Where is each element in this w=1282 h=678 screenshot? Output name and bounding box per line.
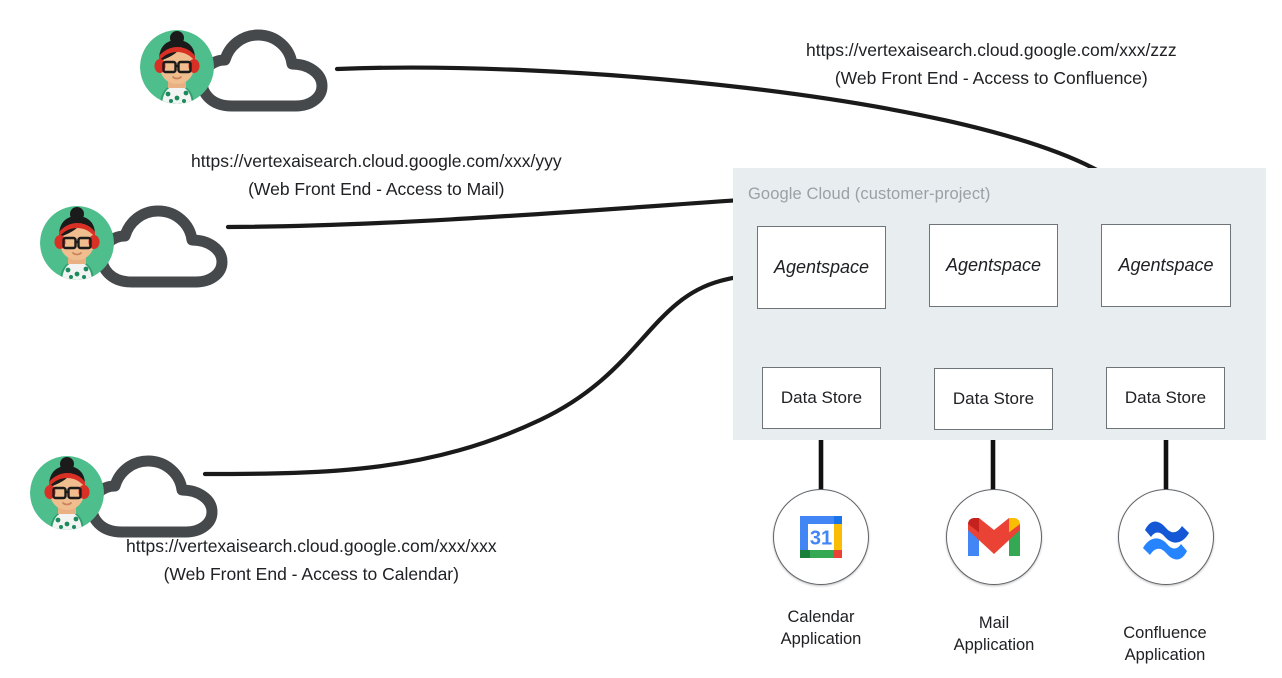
caption-line-2: Application [1124, 646, 1206, 665]
url-label-calendar: https://vertexaisearch.cloud.google.com/… [126, 532, 497, 589]
google-calendar-icon: 31 [800, 516, 842, 558]
datastore-box-mail[interactable]: Data Store [934, 368, 1053, 430]
agentspace-label: Agentspace [1118, 255, 1214, 276]
confluence-application-node[interactable] [1118, 489, 1214, 585]
calendar-application-caption: Calendar Application [726, 606, 916, 651]
confluence-application-caption: Confluence Application [1070, 622, 1260, 667]
caption-line-2: Application [780, 630, 862, 649]
avatar [40, 206, 114, 280]
cloud-icon [196, 29, 328, 112]
url-label-mail: https://vertexaisearch.cloud.google.com/… [191, 147, 562, 204]
caption-line-1: Confluence [1123, 624, 1207, 642]
avatar [30, 456, 104, 530]
agentspace-label: Agentspace [945, 255, 1042, 276]
user-node-confluence[interactable] [140, 22, 345, 118]
mail-application-node[interactable] [946, 489, 1042, 585]
datastore-box-confluence[interactable]: Data Store [1106, 367, 1225, 429]
url-caption: (Web Front End - Access to Mail) [248, 179, 505, 200]
caption-line-1: Mail [978, 614, 1010, 632]
user-node-calendar[interactable] [30, 448, 235, 544]
datastore-box-calendar[interactable]: Data Store [762, 367, 881, 429]
gmail-icon [968, 518, 1020, 556]
cloud-icon [86, 455, 218, 538]
edge-user-calendar-to-agentspace-1 [202, 271, 752, 477]
datastore-label: Data Store [780, 388, 863, 408]
avatar [140, 30, 214, 104]
mail-application-caption: Mail Application [899, 612, 1089, 657]
agentspace-box-confluence[interactable]: Agentspace [1101, 224, 1231, 307]
user-node-mail[interactable] [40, 198, 245, 294]
calendar-application-node[interactable]: 31 [773, 489, 869, 585]
url-caption: (Web Front End - Access to Calendar) [163, 564, 459, 585]
confluence-icon [1143, 521, 1189, 560]
url-text: https://vertexaisearch.cloud.google.com/… [126, 536, 497, 556]
datastore-label: Data Store [952, 389, 1035, 409]
url-caption: (Web Front End - Access to Confluence) [834, 68, 1148, 89]
calendar-day-number: 31 [810, 528, 832, 550]
url-label-confluence: https://vertexaisearch.cloud.google.com/… [806, 36, 1177, 93]
agentspace-label: Agentspace [773, 257, 870, 278]
url-text: https://vertexaisearch.cloud.google.com/… [191, 151, 562, 171]
google-cloud-project-label: Google Cloud (customer-project) [748, 185, 991, 203]
agentspace-box-calendar[interactable]: Agentspace [757, 226, 886, 309]
caption-line-2: Application [953, 636, 1035, 655]
datastore-label: Data Store [1124, 388, 1207, 408]
cloud-icon [96, 205, 228, 288]
caption-line-1: Calendar [787, 608, 855, 626]
url-text: https://vertexaisearch.cloud.google.com/… [806, 40, 1177, 60]
agentspace-box-mail[interactable]: Agentspace [929, 224, 1058, 307]
